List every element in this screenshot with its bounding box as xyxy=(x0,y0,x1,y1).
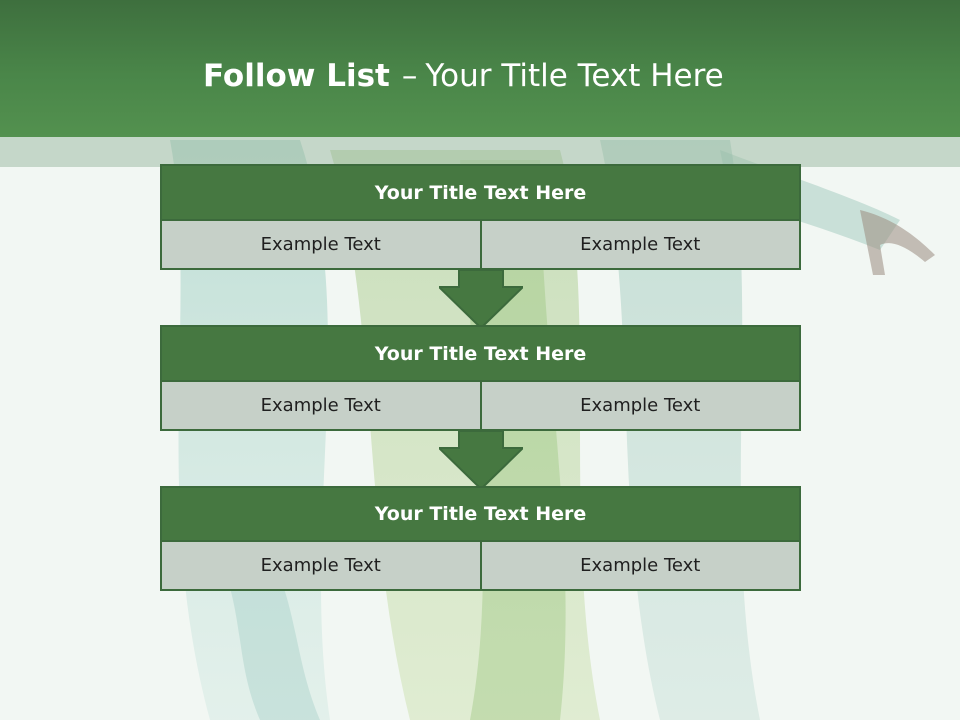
block-cell-right: Example Text xyxy=(481,221,801,270)
slide-title-bold: Follow List xyxy=(203,58,390,94)
slide-title: Follow List–Your Title Text Here xyxy=(203,54,724,98)
list-block-2: Your Title Text Here Example Text Exampl… xyxy=(160,325,801,431)
block-title: Your Title Text Here xyxy=(160,325,801,382)
block-row: Example Text Example Text xyxy=(160,382,801,431)
block-row: Example Text Example Text xyxy=(160,542,801,591)
header-band xyxy=(0,0,960,137)
block-title: Your Title Text Here xyxy=(160,164,801,221)
block-cell-left: Example Text xyxy=(160,221,482,270)
block-cell-right: Example Text xyxy=(481,542,801,591)
block-cell-left: Example Text xyxy=(160,382,482,431)
slide-title-subtitle: Your Title Text Here xyxy=(425,58,724,94)
list-block-3: Your Title Text Here Example Text Exampl… xyxy=(160,486,801,591)
header-divider-strip xyxy=(0,137,960,167)
down-arrow-icon xyxy=(439,270,523,330)
down-arrow-icon xyxy=(439,431,523,491)
block-row: Example Text Example Text xyxy=(160,221,801,270)
block-cell-right: Example Text xyxy=(481,382,801,431)
block-title: Your Title Text Here xyxy=(160,486,801,542)
list-block-1: Your Title Text Here Example Text Exampl… xyxy=(160,164,801,270)
block-cell-left: Example Text xyxy=(160,542,482,591)
slide-title-separator: – xyxy=(401,58,418,94)
